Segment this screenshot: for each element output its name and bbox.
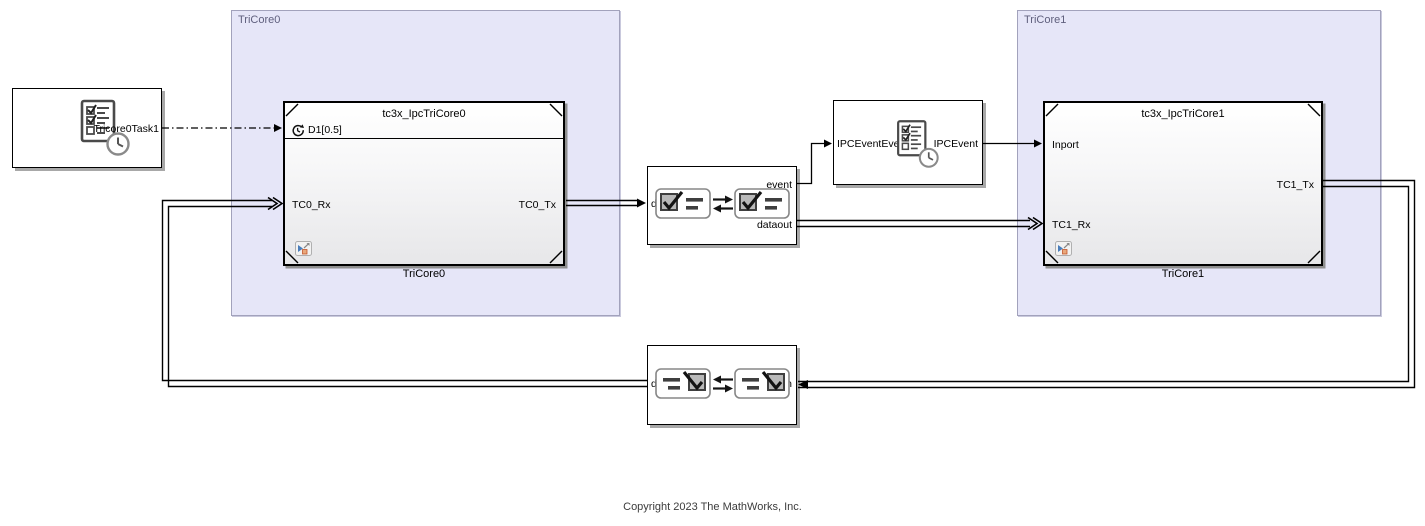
- checklist-icon-left-mirrored: [655, 368, 711, 399]
- area-tricore0-label: TriCore0: [238, 14, 281, 26]
- port-label-tc1-rx: TC1_Rx: [1052, 219, 1091, 231]
- wire-event-to-ipceventevent[interactable]: [797, 139, 832, 185]
- copyright-annotation: Copyright 2023 The MathWorks, Inc.: [623, 501, 802, 513]
- port-label-d1: D1[0.5]: [308, 124, 342, 136]
- model1-title: tc3x_IpcTriCore1: [1141, 108, 1225, 120]
- exchange-arrows-icon: [712, 375, 733, 392]
- port-label-inport: Inport: [1052, 139, 1079, 151]
- checklist-icon-right: [734, 188, 790, 219]
- model0-title: tc3x_IpcTriCore0: [382, 108, 466, 120]
- port-label-tc0-rx: TC0_Rx: [292, 199, 331, 211]
- block-ipc-channel-top[interactable]: datain event dataout: [647, 166, 797, 245]
- port-label-tc0-tx: TC0_Tx: [518, 199, 556, 211]
- task-checklist-clock-icon: [80, 99, 130, 156]
- block-tricore0task1[interactable]: Tricore0Task1: [12, 88, 162, 168]
- block-tc3x-ipctricore1[interactable]: tc3x_IpcTriCore1 Inport TC1_Tx TC1_Rx: [1043, 101, 1323, 266]
- checklist-icon-left: [655, 188, 711, 219]
- model-reference-badge[interactable]: [295, 241, 312, 256]
- model1-caption: TriCore1: [1161, 268, 1205, 280]
- model0-caption: TriCore0: [402, 268, 446, 280]
- block-ipc-channel-bottom[interactable]: dataout datain: [647, 345, 797, 425]
- exchange-arrows-icon: [712, 195, 733, 212]
- port-label-tc1-tx: TC1_Tx: [1276, 179, 1314, 191]
- checklist-icon-right-mirrored: [734, 368, 790, 399]
- block-ipcevent-task[interactable]: IPCEventEvent IPCEvent: [833, 100, 983, 185]
- task-output-port-label: Tricore0Task1: [93, 123, 159, 135]
- area-tricore1-label: TriCore1: [1024, 14, 1067, 26]
- block-tc3x-ipctricore0[interactable]: tc3x_IpcTriCore0 D1[0.5] TC0_Rx TC0_Tx: [283, 101, 565, 266]
- port-label-dataout: dataout: [756, 219, 792, 231]
- port-label-event: event: [766, 179, 792, 191]
- model-reference-badge[interactable]: [1055, 241, 1072, 256]
- task-checklist-clock-icon: [897, 120, 939, 168]
- port-label-ipceventevent: IPCEventEvent: [837, 138, 909, 150]
- wire-dataout-to-tc1rx[interactable]: [797, 216, 1044, 231]
- periodic-trigger-icon: [292, 124, 304, 137]
- port-label-ipcevent: IPCEvent: [933, 138, 978, 150]
- trigger-separator-line: [285, 138, 563, 139]
